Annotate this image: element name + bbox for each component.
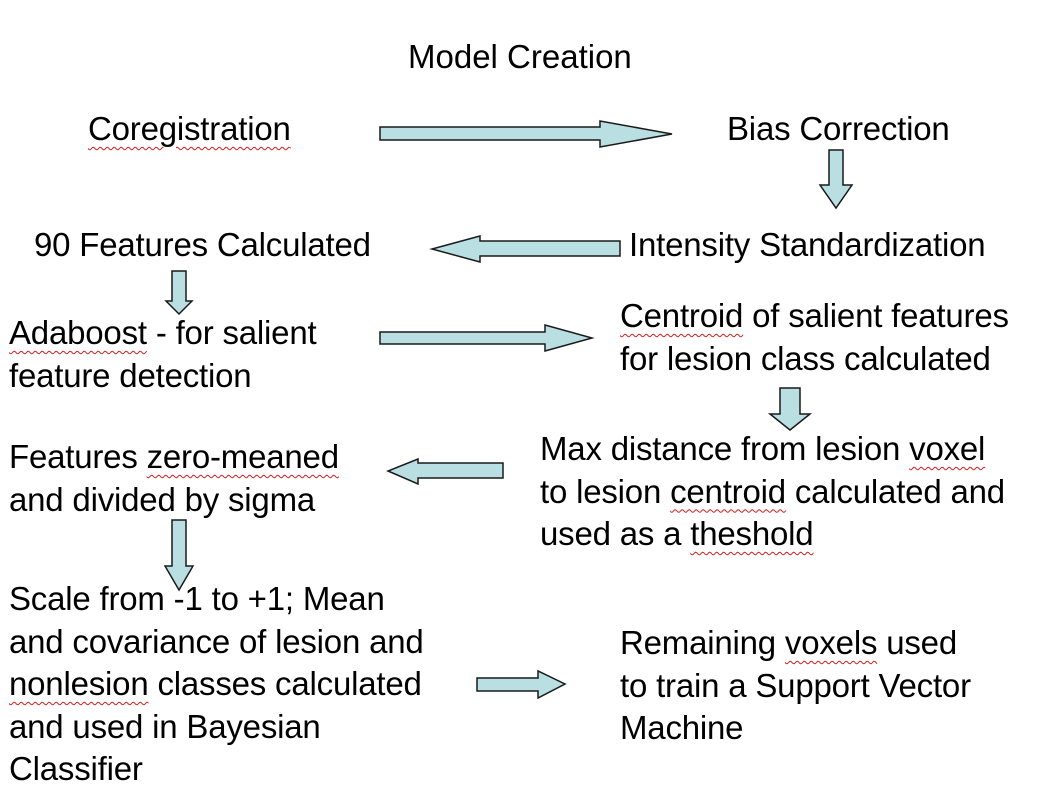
centroid-line1-rest: of salient features — [743, 297, 1009, 334]
arrow-right-icon — [476, 669, 567, 700]
adaboost-line1-rest: - for salient — [146, 314, 317, 351]
max-distance-line3-pre: used as a — [540, 515, 691, 552]
arrow-left-icon — [386, 457, 504, 486]
theshold-word: theshold — [690, 515, 814, 552]
max-distance-line2-pre: to lesion — [540, 472, 671, 510]
scale-line5: Classifier — [9, 750, 143, 787]
centroid-line2: for lesion class calculated — [620, 339, 991, 377]
svm-line1-rest: used — [877, 624, 957, 661]
arrow-down-icon — [163, 519, 195, 592]
diagram-title: Model Creation — [408, 38, 632, 75]
adaboost-word: Adaboost — [9, 314, 147, 351]
step-centroid: Centroid of salient features for lesion … — [620, 295, 1009, 380]
step-scale-bayesian: Scale from -1 to +1; Mean and covariance… — [9, 578, 424, 791]
scale-line2: and covariance of lesion and — [9, 622, 424, 660]
arrow-down-icon — [767, 387, 813, 431]
nonlesion-word: nonlesion — [9, 665, 149, 702]
step-bias-correction: Bias Correction — [727, 110, 950, 147]
zero-mean-line1-pre: Features — [9, 438, 147, 475]
zero-meaned-word: zero-meaned — [146, 438, 339, 475]
centroid-word: Centroid — [620, 297, 744, 334]
step-adaboost: Adaboost - for salient feature detection — [9, 312, 317, 397]
step-features-calculated: 90 Features Calculated — [34, 226, 371, 263]
voxel-word: voxel — [909, 430, 986, 467]
arrow-right-icon — [379, 120, 673, 148]
step-coregistration-text: Coregistration — [88, 110, 291, 147]
scale-line4: and used in Bayesian — [9, 707, 321, 745]
svm-line2: to train a Support Vector — [620, 666, 971, 704]
adaboost-line2: feature detection — [9, 356, 252, 394]
scale-line3-rest: classes calculated — [148, 665, 422, 702]
voxels-word: voxels — [784, 624, 878, 661]
arrow-right-icon — [379, 324, 595, 352]
step-intensity-standardization: Intensity Standardization — [629, 226, 986, 263]
svm-line3: Machine — [620, 709, 744, 746]
max-distance-line2-rest: calculated and — [785, 472, 1005, 510]
step-svm: Remaining voxels used to train a Support… — [620, 622, 971, 750]
scale-line1: Scale from -1 to +1; Mean — [9, 580, 385, 617]
arrow-down-icon — [818, 149, 854, 210]
svm-line1-pre: Remaining — [620, 624, 785, 661]
arrow-down-icon — [164, 270, 194, 316]
step-max-distance: Max distance from lesion voxel to lesion… — [540, 428, 1005, 556]
centroid-word-2: centroid — [670, 472, 786, 510]
zero-mean-line2: and divided by sigma — [9, 480, 316, 518]
step-zero-mean: Features zero-meaned and divided by sigm… — [9, 436, 339, 521]
max-distance-line1-pre: Max distance from lesion — [540, 430, 910, 467]
arrow-left-icon — [429, 235, 621, 263]
step-coregistration: Coregistration — [88, 108, 291, 151]
